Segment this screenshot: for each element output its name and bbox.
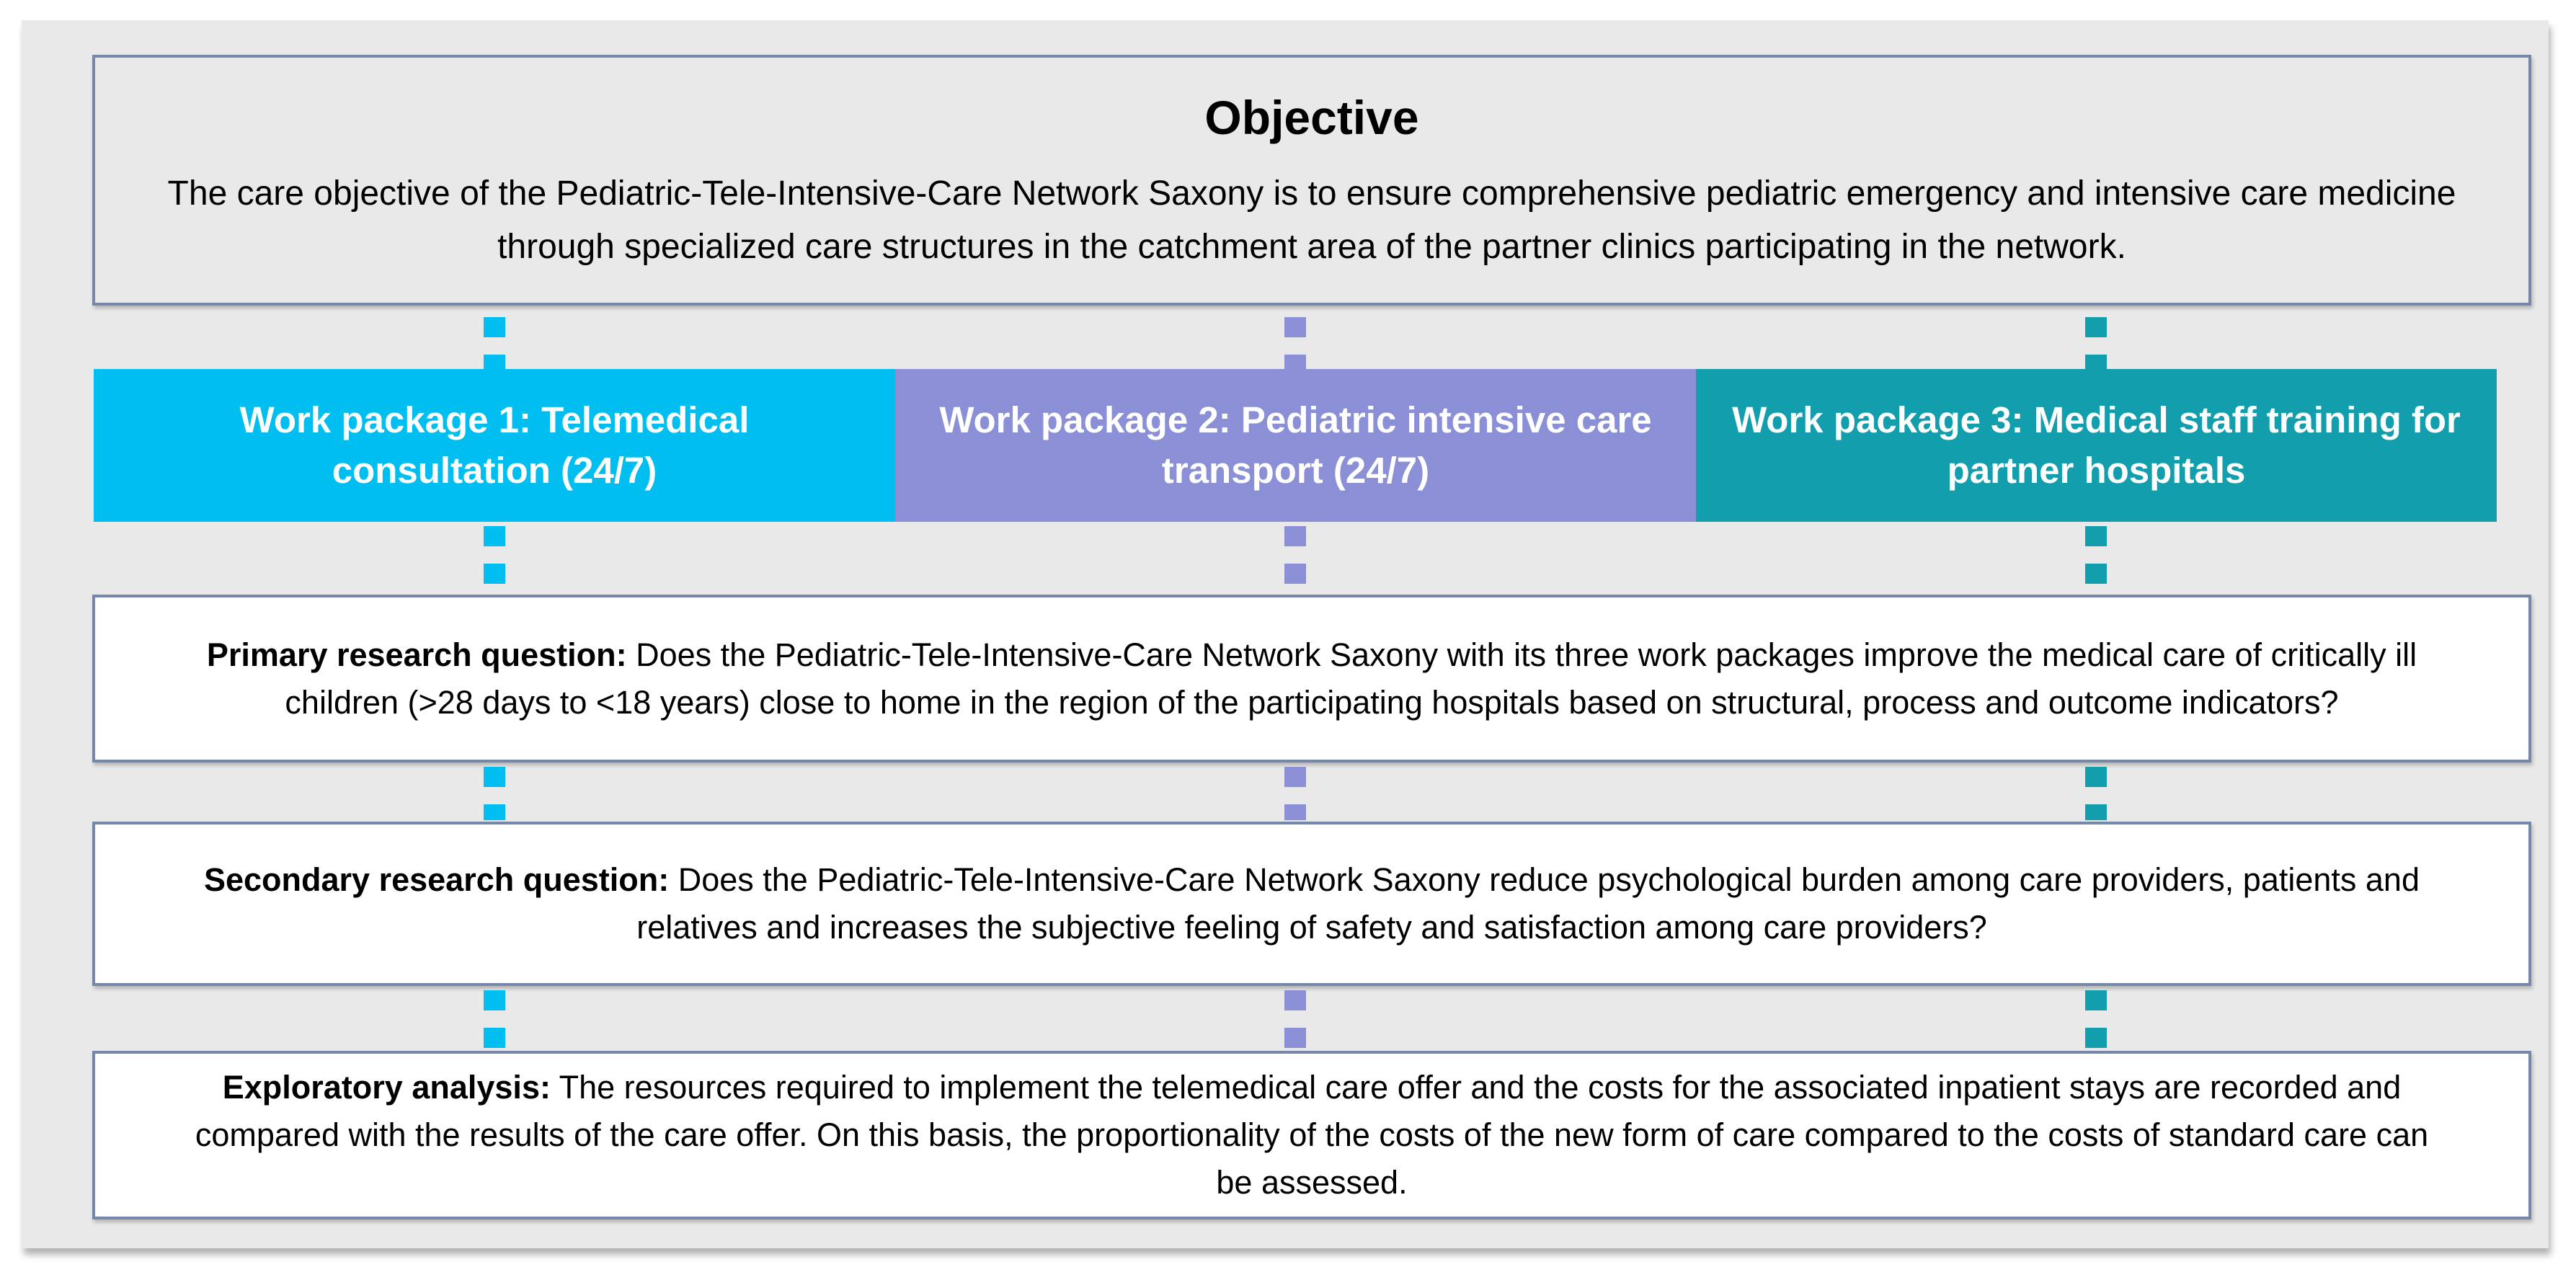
- connector-wp3-exploratory: [2085, 990, 2107, 1049]
- primary-question-box: Primary research question: Does the Pedi…: [92, 595, 2531, 763]
- connector-wp1-exploratory: [484, 990, 505, 1049]
- connector-wp1-objective: [484, 317, 505, 369]
- connector-wp2-exploratory: [1284, 990, 1306, 1049]
- work-package-3-bar: Work package 3: Medical staff training f…: [1696, 369, 2497, 522]
- secondary-question-label: Secondary research question:: [203, 861, 670, 898]
- objective-body-text: The care objective of the Pediatric-Tele…: [167, 174, 2456, 266]
- work-package-2-label: Work package 2: Pediatric intensive care…: [939, 399, 1652, 491]
- connector-wp3-secondary: [2085, 767, 2107, 820]
- secondary-question-body: Does the Pediatric-Tele-Intensive-Care N…: [636, 861, 2420, 946]
- primary-question-label: Primary research question:: [206, 636, 627, 673]
- connector-wp3-objective: [2085, 317, 2107, 369]
- connector-wp2-primary: [1284, 526, 1306, 593]
- primary-question-body: Does the Pediatric-Tele-Intensive-Care N…: [285, 636, 2417, 721]
- work-package-1-bar: Work package 1: Telemedical consultation…: [94, 369, 895, 522]
- objective-title: Objective: [1204, 91, 1419, 144]
- work-package-3-label: Work package 3: Medical staff training f…: [1732, 399, 2461, 491]
- work-package-2-bar: Work package 2: Pediatric intensive care…: [895, 369, 1696, 522]
- secondary-question-text: Secondary research question: Does the Pe…: [189, 856, 2435, 951]
- exploratory-analysis-box: Exploratory analysis: The resources requ…: [92, 1051, 2531, 1219]
- work-package-1-label: Work package 1: Telemedical consultation…: [239, 399, 750, 491]
- objective-box: Objective The care objective of the Pedi…: [92, 55, 2531, 306]
- exploratory-analysis-text: Exploratory analysis: The resources requ…: [189, 1064, 2435, 1206]
- connector-wp1-secondary: [484, 767, 505, 820]
- connector-wp2-objective: [1284, 317, 1306, 369]
- primary-question-text: Primary research question: Does the Pedi…: [189, 631, 2435, 726]
- connector-wp2-secondary: [1284, 767, 1306, 820]
- exploratory-analysis-label: Exploratory analysis:: [222, 1069, 551, 1106]
- secondary-question-box: Secondary research question: Does the Pe…: [92, 822, 2531, 986]
- connector-wp3-primary: [2085, 526, 2107, 593]
- connector-wp1-primary: [484, 526, 505, 593]
- exploratory-analysis-body: The resources required to implement the …: [195, 1069, 2429, 1201]
